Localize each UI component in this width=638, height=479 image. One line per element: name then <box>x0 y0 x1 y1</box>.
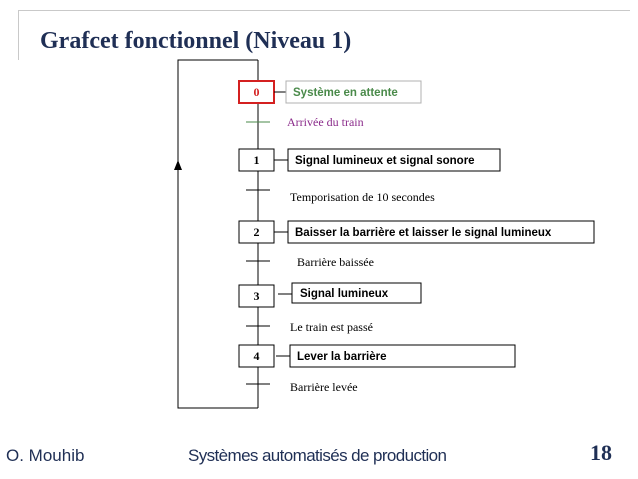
frame-left-line <box>18 10 19 60</box>
step-2-action-box <box>287 220 595 244</box>
step-0-action: Système en attente <box>293 87 398 99</box>
step-4-action-box <box>289 344 516 368</box>
frame-top-line <box>18 10 630 11</box>
step-0-number: 0 <box>254 85 260 99</box>
step-3-action-box <box>291 282 422 304</box>
step-4-action: Lever la barrière <box>297 351 387 363</box>
step-0: 0 Système en attente <box>238 80 422 104</box>
step-2-number: 2 <box>254 225 260 239</box>
transition-4-receptivity: Barrière levée <box>290 380 358 394</box>
transition-0-receptivity: Arrivée du train <box>287 115 364 129</box>
step-2: 2 Baisser la barrière et laisser le sign… <box>238 220 595 244</box>
step-2-action: Baisser la barrière et laisser le signal… <box>295 227 552 239</box>
step-1: 1 Signal lumineux et signal sonore <box>238 148 501 172</box>
step-3-action: Signal lumineux <box>300 288 389 300</box>
transition-3-receptivity: Le train est passé <box>290 320 373 334</box>
transition-0: Arrivée du train <box>246 115 364 129</box>
step-1-action: Signal lumineux et signal sonore <box>295 155 475 167</box>
transition-2: Barrière baissée <box>246 255 374 269</box>
step-0-action-box <box>285 80 422 104</box>
return-loop <box>177 59 258 409</box>
step-4-box <box>238 344 275 368</box>
step-1-number: 1 <box>254 153 260 167</box>
step-4: 4 Lever la barrière <box>238 344 516 368</box>
return-arrow-icon <box>174 160 182 170</box>
step-3-box <box>238 284 275 308</box>
slide-title: Grafcet fonctionnel (Niveau 1) <box>40 28 352 54</box>
footer-page-number: 18 <box>590 440 612 465</box>
footer-course-title: Systèmes automatisés de production <box>188 446 447 465</box>
transition-1-receptivity: Temporisation de 10 secondes <box>290 190 435 204</box>
footer-author: O. Mouhib <box>6 446 85 465</box>
transition-3: Le train est passé <box>246 320 373 334</box>
step-3-number: 3 <box>254 289 260 303</box>
step-3: 3 Signal lumineux <box>238 282 422 308</box>
transition-2-receptivity: Barrière baissée <box>297 255 374 269</box>
transition-1: Temporisation de 10 secondes <box>246 189 435 204</box>
step-1-action-box <box>287 148 501 172</box>
step-4-number: 4 <box>254 349 260 363</box>
transition-4: Barrière levée <box>246 380 358 394</box>
